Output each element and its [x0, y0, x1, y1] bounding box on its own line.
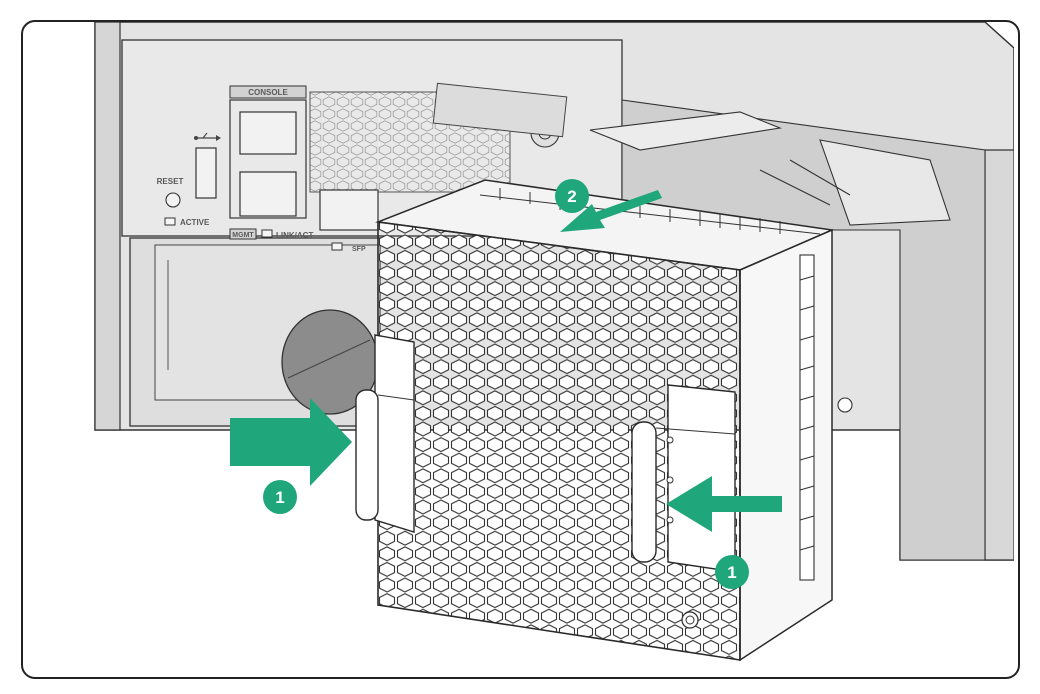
console-label: CONSOLE — [248, 88, 288, 97]
screw-icon — [837, 397, 853, 413]
link-led — [261, 229, 273, 238]
active-led — [164, 217, 176, 226]
left-handle — [355, 334, 415, 533]
active-label: ACTIVE — [180, 218, 210, 227]
linkact-label: LINK/ACT — [276, 231, 313, 240]
mgmt-port — [239, 171, 297, 217]
reset-button — [165, 192, 181, 208]
svg-text:2: 2 — [567, 187, 576, 206]
port-panel: CONSOLE RESET ACTIVE MGMT LINK/ACT SFP — [157, 82, 568, 253]
console-port-frame — [229, 99, 307, 219]
step2-arrow — [560, 190, 662, 232]
step2-badge: 2 — [555, 179, 589, 213]
svg-text:1: 1 — [275, 488, 284, 507]
console-port — [239, 111, 297, 155]
step1-left-badge: 1 — [263, 480, 297, 514]
mgmt-label: MGMT — [232, 232, 254, 239]
usb-port — [195, 147, 217, 199]
step1-right-arrow — [666, 476, 782, 532]
usb-icon — [194, 132, 221, 141]
step1-right-badge: 1 — [715, 555, 749, 589]
fan-module — [355, 179, 853, 662]
sfp-port — [319, 189, 379, 231]
console-label-box — [229, 85, 307, 99]
reset-label: RESET — [157, 177, 184, 186]
svg-text:1: 1 — [727, 563, 736, 582]
sfp-label: SFP — [352, 246, 366, 253]
step1-left-arrow — [230, 398, 352, 486]
